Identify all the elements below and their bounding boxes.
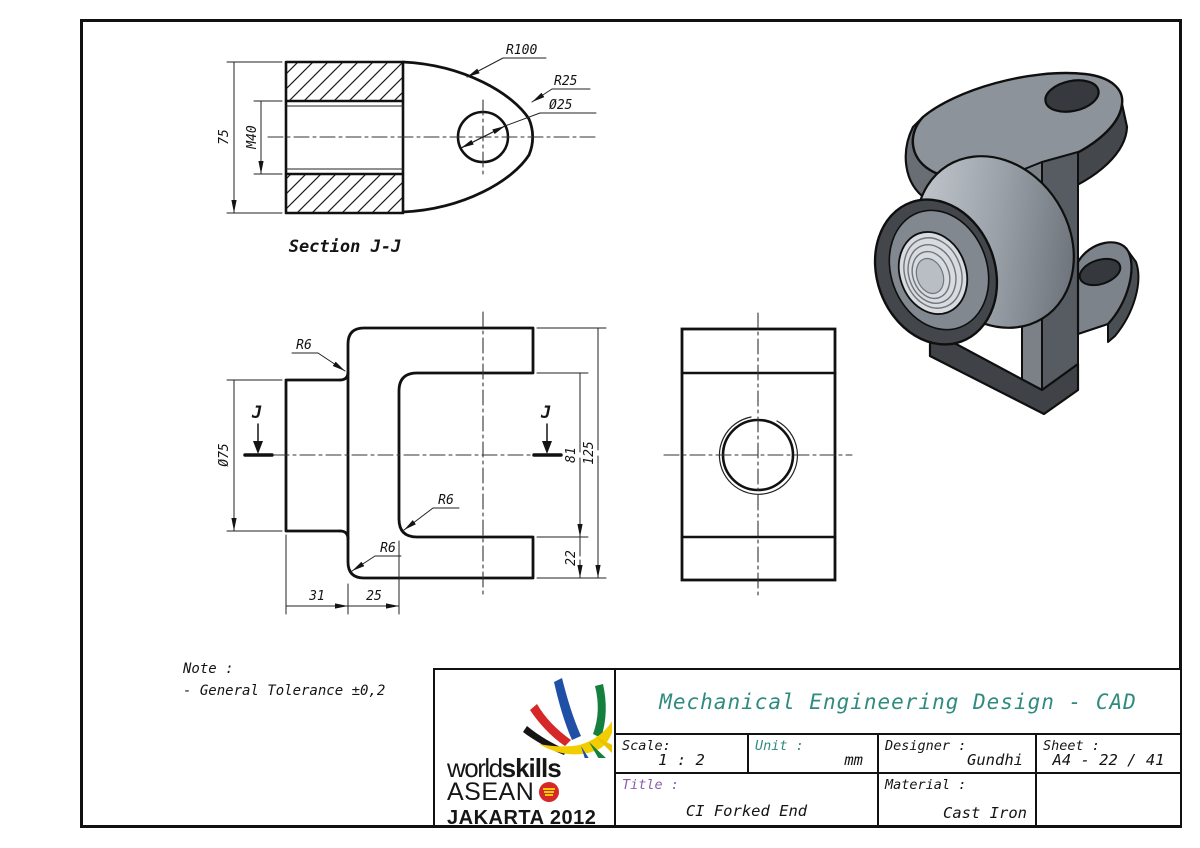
bottom-plate-hole xyxy=(1078,257,1122,287)
dim-label-22: 22 xyxy=(564,550,579,566)
dim-label-125: 125 xyxy=(582,441,597,465)
section-view-title: Section J-J xyxy=(289,237,402,257)
leader-d25-arrow2 xyxy=(482,125,506,138)
designer-value: Gundhi xyxy=(967,751,1023,769)
dim-label-r6-bottom: R6 xyxy=(380,541,396,556)
hatch-band-top xyxy=(286,62,403,101)
dim-label-25: 25 xyxy=(366,589,382,604)
designer-cell: Designer : Gundhi xyxy=(879,735,1037,772)
front-view: J J Ø75 81 125 22 31 25 R6 R6 R6 xyxy=(217,311,607,614)
unit-cell: Unit : mm xyxy=(749,735,879,772)
base-face xyxy=(928,328,1080,416)
leader-r100 xyxy=(466,57,547,78)
logo-word-world: world xyxy=(447,753,503,783)
logo-word-skills: skills xyxy=(501,753,562,783)
dim-label-r6-top: R6 xyxy=(296,338,312,353)
dim-label-r6-mid: R6 xyxy=(438,493,454,508)
section-marker-right-label: J xyxy=(540,403,551,423)
scale-cell: Scale: 1 : 2 xyxy=(616,735,749,772)
material-value: Cast Iron xyxy=(943,804,1027,822)
leader-d25-tail xyxy=(504,112,597,127)
material-label: Material : xyxy=(885,777,967,793)
bore-edges xyxy=(284,99,405,176)
scale-label: Scale: xyxy=(622,738,671,754)
sheet-value: A4 - 22 / 41 xyxy=(1052,751,1165,769)
thread-ring-4 xyxy=(915,257,945,295)
leader-r6-bottom xyxy=(351,555,402,572)
scale-value: 1 : 2 xyxy=(658,751,705,769)
logo-text: worldskills ASEAN JAKARTA 2012 xyxy=(447,753,597,825)
logo-cell: worldskills ASEAN JAKARTA 2012 xyxy=(435,670,616,825)
fork-outline xyxy=(346,326,535,580)
title-value: CI Forked End xyxy=(685,802,808,820)
asean-emblem-icon xyxy=(539,782,560,802)
dim-label-31: 31 xyxy=(308,589,325,604)
leader-r6-mid xyxy=(403,507,460,531)
dim-label-m40: M40 xyxy=(245,125,260,150)
section-marker-left: J xyxy=(243,403,274,457)
title-label: Title : xyxy=(622,777,679,793)
ext-lines-right xyxy=(536,327,607,579)
section-marker-right: J xyxy=(532,403,563,457)
unit-value: mm xyxy=(844,751,863,769)
centerlines xyxy=(267,99,598,176)
thread-major-arc xyxy=(718,416,799,495)
logo-asean: ASEAN xyxy=(447,778,596,806)
thread-ring-1 xyxy=(903,237,963,309)
sheet-cell: Sheet : A4 - 22 / 41 xyxy=(1037,735,1180,772)
designer-label: Designer : xyxy=(885,738,967,754)
thread-ring-2 xyxy=(907,244,957,304)
dim-label-d75: Ø75 xyxy=(217,443,232,467)
isometric-render xyxy=(873,71,1140,416)
sheet-label: Sheet : xyxy=(1043,738,1100,754)
title-block: worldskills ASEAN JAKARTA 2012 Mechanica… xyxy=(433,668,1182,827)
project-title-cell: Mechanical Engineering Design - CAD xyxy=(616,670,1180,735)
projection-symbol-cell xyxy=(1037,772,1180,825)
dim-label-r100: R100 xyxy=(506,43,537,58)
hatch-band-bottom xyxy=(286,174,403,213)
leader-r6-top xyxy=(291,352,346,372)
dim-label-75: 75 xyxy=(217,129,232,145)
note-heading: Note : xyxy=(183,661,234,677)
section-view: 75 M40 R100 R25 Ø25 Section J-J xyxy=(217,43,598,257)
logo-jakarta-2012: JAKARTA 2012 xyxy=(447,807,597,825)
logo-worldskills: worldskills xyxy=(447,753,596,783)
dim-label-d25: Ø25 xyxy=(549,98,573,113)
section-marker-left-label: J xyxy=(251,403,262,423)
logo-asean-label: ASEAN xyxy=(447,778,535,806)
note-body: - General Tolerance ±0,2 xyxy=(183,683,386,699)
unit-label: Unit : xyxy=(755,738,804,754)
thread-lines xyxy=(285,105,404,170)
note-block: Note : - General Tolerance ±0,2 xyxy=(183,658,463,702)
top-plate-hole xyxy=(1044,79,1100,113)
material-cell: Material : Cast Iron xyxy=(879,772,1037,825)
side-centerlines xyxy=(663,312,853,598)
leader-r25 xyxy=(531,88,591,103)
dim-label-81: 81 xyxy=(564,447,579,463)
project-title: Mechanical Engineering Design - CAD xyxy=(659,689,1137,714)
worldskills-swoosh-icon xyxy=(523,678,612,758)
leader-d25-arrow1 xyxy=(460,136,484,149)
title-cell: Title : CI Forked End xyxy=(616,772,879,825)
thread-ring-3 xyxy=(911,250,951,300)
side-view xyxy=(663,312,853,598)
dim-label-r25: R25 xyxy=(554,74,578,89)
